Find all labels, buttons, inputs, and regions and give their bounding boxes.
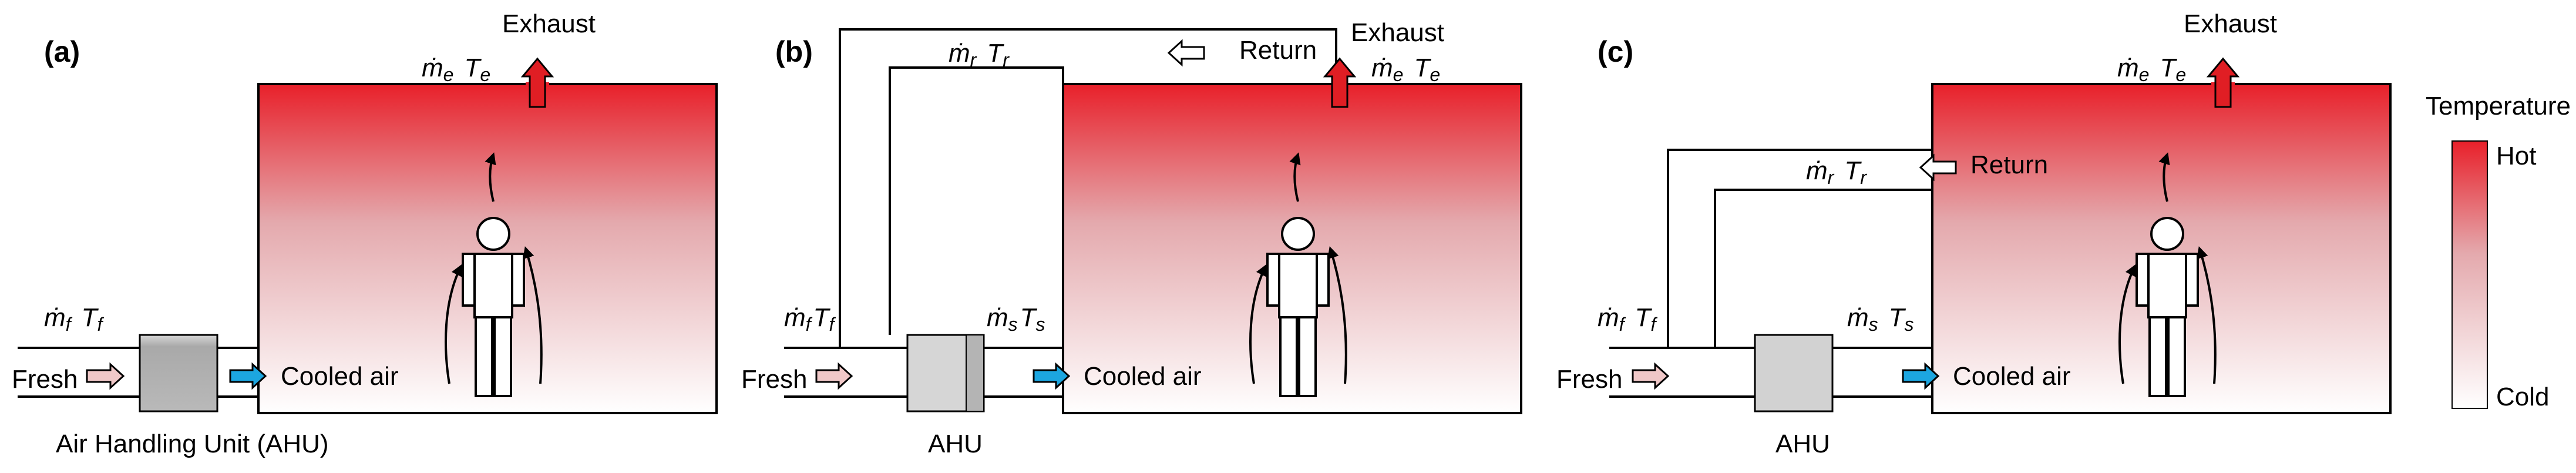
ahu-box xyxy=(139,334,218,412)
exhaust-arrow-icon xyxy=(2206,57,2240,108)
exhaust-label: Exhaust xyxy=(502,9,596,38)
fresh-arrow-icon xyxy=(86,362,125,390)
legend-colorbar xyxy=(2451,140,2488,409)
supply-arrow-icon xyxy=(1902,362,1940,390)
fresh-arrow-icon xyxy=(1632,362,1670,390)
cooled-air-label: Cooled air xyxy=(281,362,399,391)
ahu-label: Air Handling Unit (AHU) xyxy=(56,430,329,458)
ahu-box xyxy=(1754,334,1834,412)
return-label: Return xyxy=(1239,36,1317,65)
supply-arrow-icon xyxy=(1033,362,1071,390)
fresh-arrow-icon xyxy=(815,362,853,390)
fresh-label: Fresh xyxy=(741,365,807,394)
exhaust-label: Exhaust xyxy=(1351,18,1444,47)
exhaust-label: Exhaust xyxy=(2184,9,2277,38)
supply-flow: ṁsTs xyxy=(987,303,1045,335)
fresh-label: Fresh xyxy=(1556,365,1622,394)
cooled-air-label: Cooled air xyxy=(1084,362,1202,391)
exhaust-arrow-icon xyxy=(520,57,554,108)
fresh-flow: ṁfTf xyxy=(784,303,836,335)
return-arrow-icon xyxy=(1919,153,1957,182)
ahu-label: AHU xyxy=(1775,430,1830,458)
legend-hot-label: Hot xyxy=(2496,142,2536,170)
exhaust-arrow-icon xyxy=(1323,57,1357,108)
supply-arrow-icon xyxy=(229,362,267,390)
panel-label: (a) xyxy=(44,35,80,68)
legend-cold-label: Cold xyxy=(2496,383,2550,411)
fresh-label: Fresh xyxy=(12,365,78,394)
return-arrow-icon xyxy=(1167,39,1205,67)
panel-label: (c) xyxy=(1598,35,1633,68)
temperature-legend: Temperature Hot Cold xyxy=(2426,92,2571,411)
panel-label: (b) xyxy=(775,35,813,68)
legend-title: Temperature xyxy=(2426,92,2571,120)
cooled-air-label: Cooled air xyxy=(1953,362,2071,391)
return-label: Return xyxy=(1970,150,2048,179)
ahu-label: AHU xyxy=(928,430,983,458)
